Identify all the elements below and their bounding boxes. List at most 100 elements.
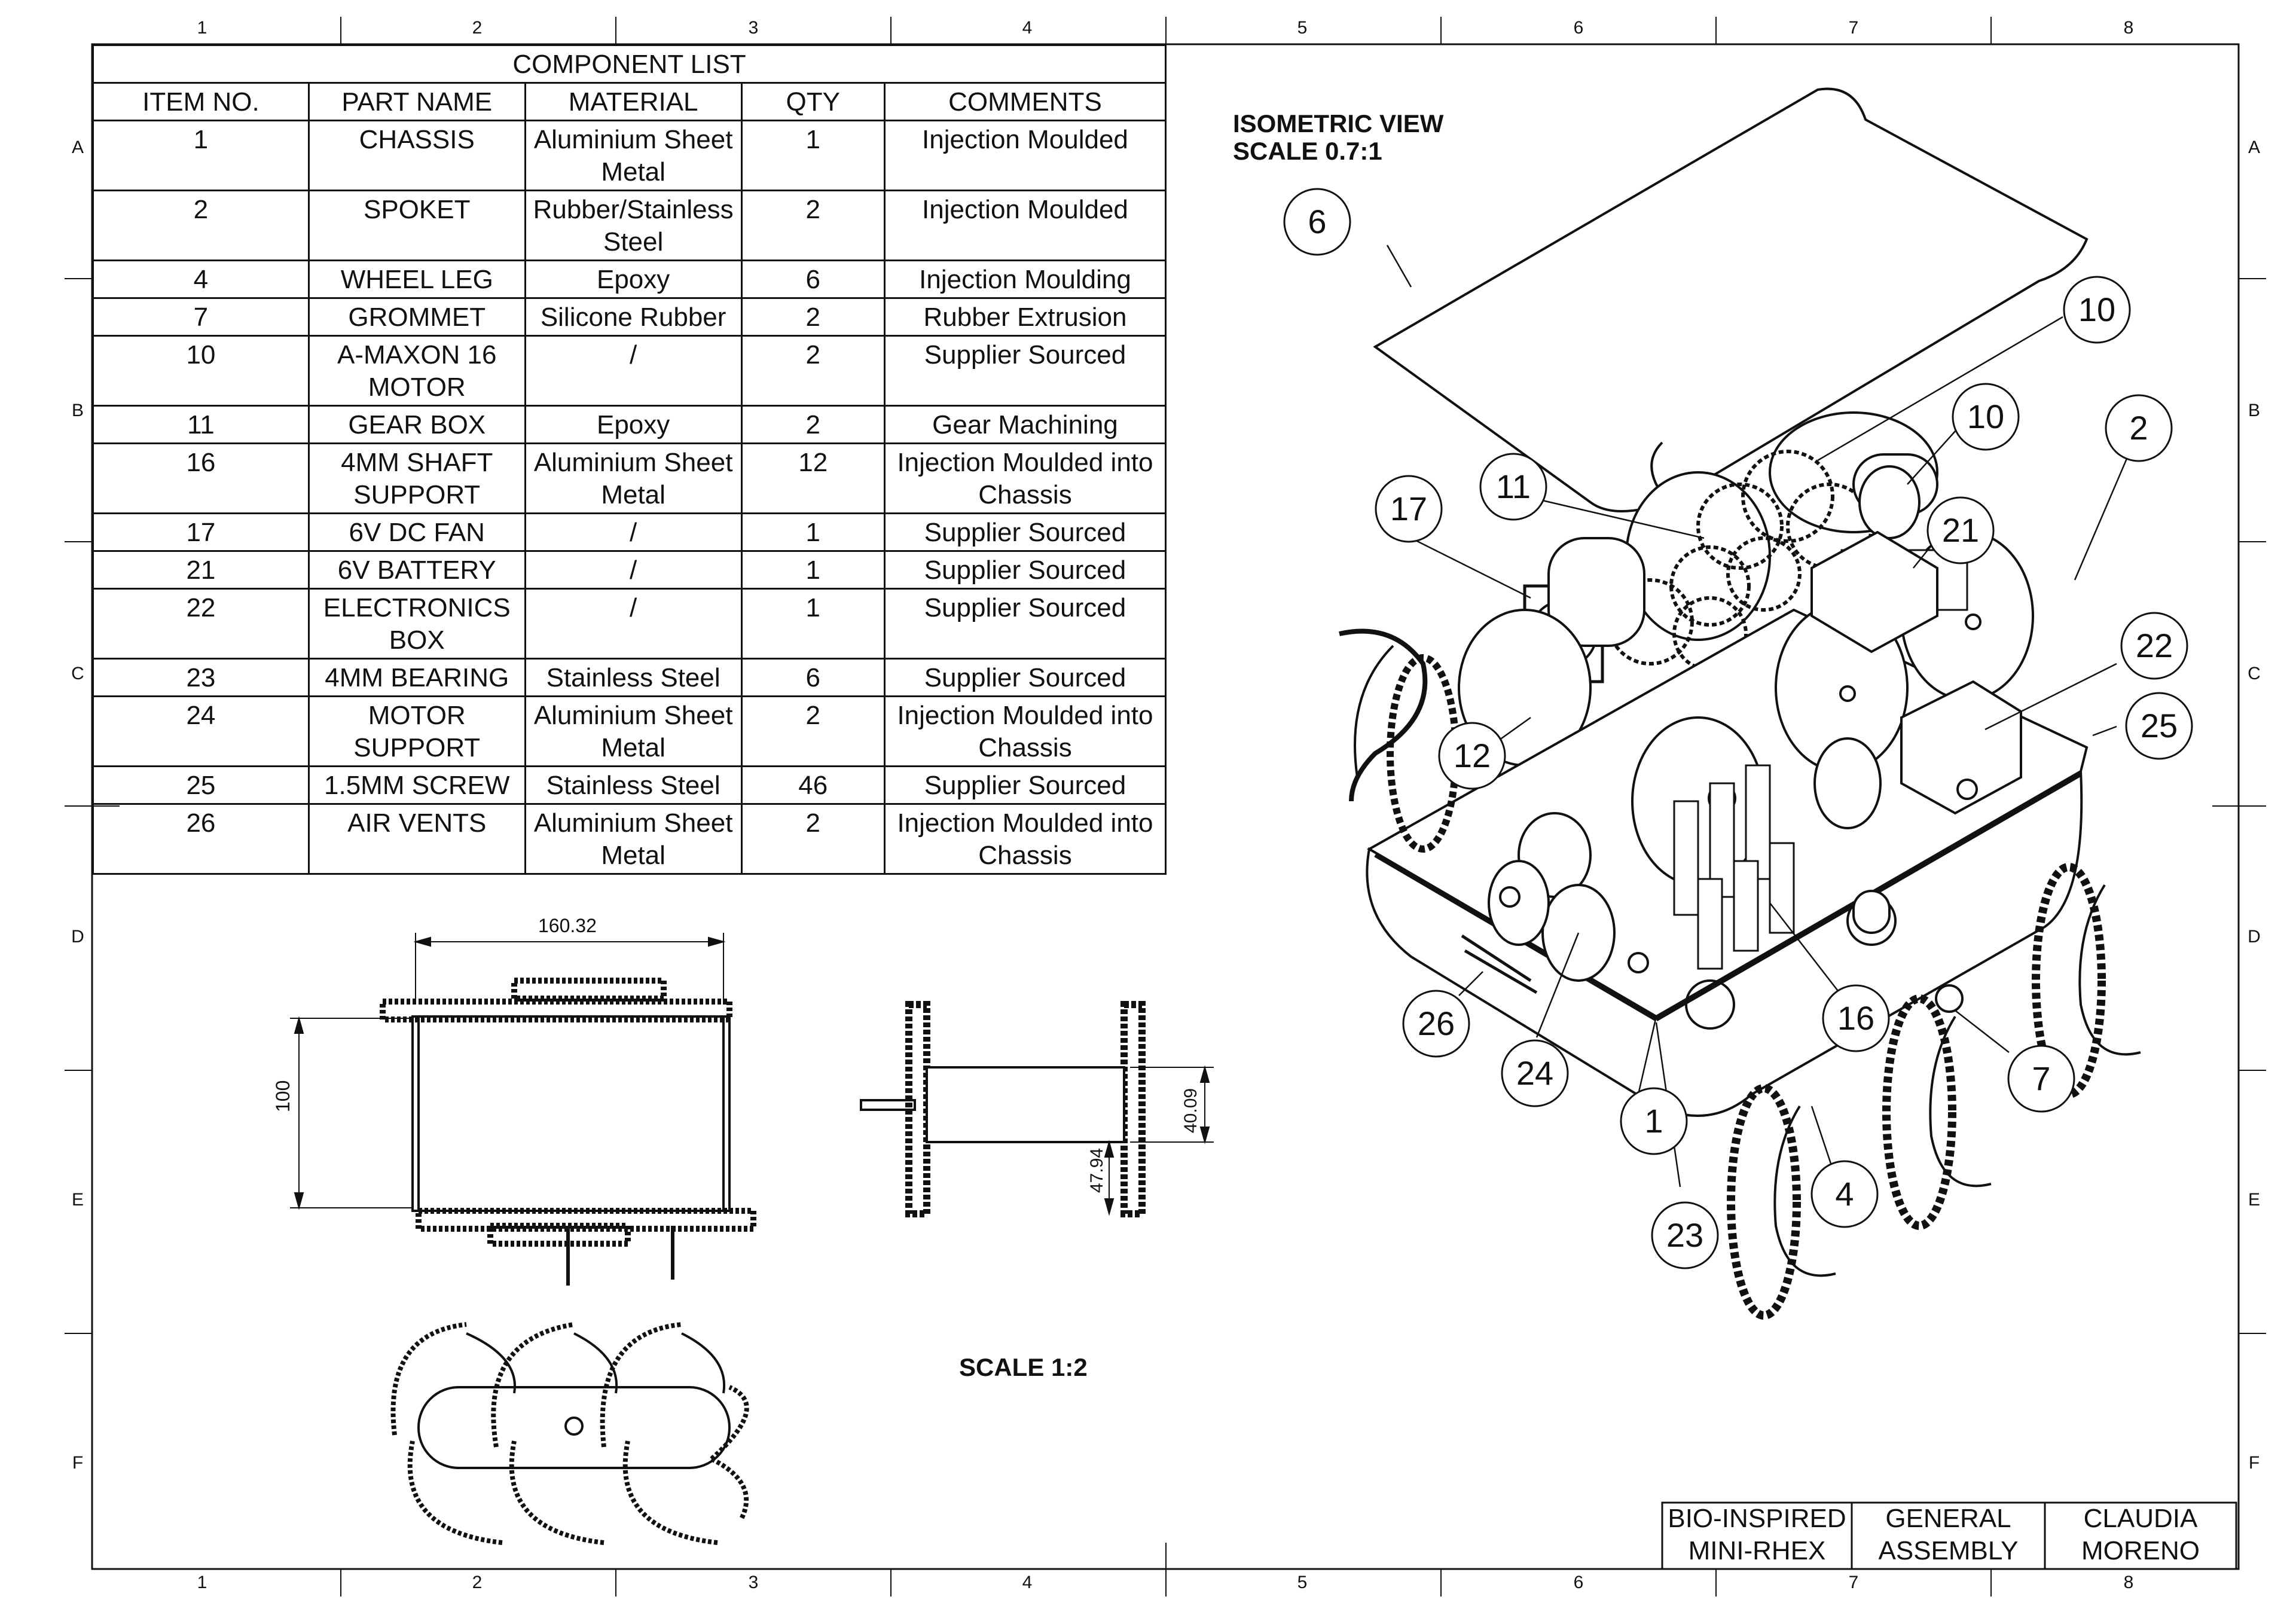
zone-letter: E bbox=[2248, 1190, 2260, 1210]
table-cell-item: 23 bbox=[92, 658, 310, 697]
table-cell-item: 16 bbox=[92, 442, 310, 514]
zone-number: 6 bbox=[1573, 1573, 1584, 1592]
table-cell-part: MOTOR SUPPORT bbox=[307, 695, 526, 767]
title-block-frame bbox=[1661, 1501, 2237, 1570]
table-cell-comments: Supplier Sourced bbox=[883, 335, 1167, 407]
table-cell-material: Aluminium Sheet Metal bbox=[524, 120, 743, 191]
table-cell-material: Stainless Steel bbox=[524, 658, 743, 697]
front-view bbox=[290, 933, 756, 1286]
table-cell-part: 1.5MM SCREW bbox=[307, 765, 526, 805]
zone-letter: A bbox=[71, 138, 84, 157]
dimension-side-b-value: 47.94 bbox=[1087, 1147, 1107, 1193]
table-cell-qty: 6 bbox=[740, 260, 886, 299]
balloons bbox=[1283, 188, 2193, 1269]
table-cell-material: Aluminium Sheet Metal bbox=[524, 695, 743, 767]
balloon-number: 7 bbox=[2032, 1060, 2051, 1097]
column-header: PART NAME bbox=[307, 82, 526, 121]
side-view bbox=[860, 1001, 1214, 1217]
balloon-number: 10 bbox=[1967, 398, 2005, 435]
table-cell-part: SPOKET bbox=[307, 190, 526, 261]
table-cell-item: 4 bbox=[92, 260, 310, 299]
zone-number: 1 bbox=[197, 1573, 207, 1592]
component-list-title: COMPONENT LIST bbox=[92, 44, 1167, 84]
balloon-number: 4 bbox=[1835, 1175, 1854, 1213]
table-cell-comments: Injection Moulded into Chassis bbox=[883, 695, 1167, 767]
dimension-side bbox=[1104, 1065, 1214, 1216]
table-cell-comments: Injection Moulded into Chassis bbox=[883, 442, 1167, 514]
table-cell-qty: 1 bbox=[740, 550, 886, 590]
table-cell-material: Epoxy bbox=[524, 260, 743, 299]
table-cell-qty: 2 bbox=[740, 297, 886, 337]
table-cell-material: Aluminium Sheet Metal bbox=[524, 803, 743, 875]
zone-letter: E bbox=[71, 1190, 84, 1210]
table-cell-qty: 1 bbox=[740, 588, 886, 660]
table-cell-comments: Rubber Extrusion bbox=[883, 297, 1167, 337]
zone-number: 7 bbox=[1848, 1573, 1859, 1592]
balloon-number: 25 bbox=[2140, 707, 2178, 744]
balloon-number: 1 bbox=[1644, 1102, 1663, 1140]
zone-letter: F bbox=[72, 1453, 84, 1473]
dimension-side-a-value: 40.09 bbox=[1181, 1088, 1201, 1133]
table-cell-material: / bbox=[524, 550, 743, 590]
table-cell-comments: Supplier Sourced bbox=[883, 658, 1167, 697]
table-cell-material: Aluminium Sheet Metal bbox=[524, 442, 743, 514]
balloon-number: 23 bbox=[1666, 1216, 1704, 1254]
zone-number: 3 bbox=[748, 1573, 759, 1592]
zone-number: 4 bbox=[1022, 1573, 1033, 1592]
table-cell-comments: Supplier Sourced bbox=[883, 512, 1167, 552]
table-cell-comments: Supplier Sourced bbox=[883, 765, 1167, 805]
zone-letter: D bbox=[71, 927, 84, 947]
isometric-view-scale: SCALE 0.7:1 bbox=[1233, 137, 1382, 165]
table-cell-item: 7 bbox=[92, 297, 310, 337]
title-block-drawing: GENERAL ASSEMBLY bbox=[1878, 1504, 2019, 1565]
table-cell-qty: 2 bbox=[740, 190, 886, 261]
zone-number: 2 bbox=[472, 18, 483, 38]
column-header: ITEM NO. bbox=[92, 82, 310, 121]
table-cell-part: 4MM SHAFT SUPPORT bbox=[307, 442, 526, 514]
balloon-number: 2 bbox=[2129, 409, 2148, 447]
zone-letter: B bbox=[2248, 401, 2260, 420]
table-cell-material: / bbox=[524, 512, 743, 552]
table-cell-item: 24 bbox=[92, 695, 310, 767]
dimension-height bbox=[290, 1016, 413, 1210]
shaft-supports bbox=[1673, 764, 1795, 970]
table-cell-part: 4MM BEARING bbox=[307, 658, 526, 697]
zone-number: 3 bbox=[748, 18, 759, 38]
zone-letter: C bbox=[71, 664, 84, 683]
table-cell-part: GEAR BOX bbox=[307, 405, 526, 444]
zone-letter: B bbox=[71, 401, 84, 420]
table-cell-qty: 12 bbox=[740, 442, 886, 514]
zone-number: 4 bbox=[1022, 18, 1033, 38]
table-cell-qty: 1 bbox=[740, 120, 886, 191]
balloon-number: 12 bbox=[1453, 737, 1491, 774]
table-cell-material: Epoxy bbox=[524, 405, 743, 444]
table-cell-part: CHASSIS bbox=[307, 120, 526, 191]
zone-number: 8 bbox=[2123, 1573, 2134, 1592]
table-header-row: ITEM NO. PART NAME MATERIAL QTY COMMENTS bbox=[92, 82, 1167, 121]
table-cell-material: / bbox=[524, 588, 743, 660]
isometric-view bbox=[1339, 87, 2141, 1320]
table-cell-part: GROMMET bbox=[307, 297, 526, 337]
zone-number: 8 bbox=[2123, 18, 2134, 38]
component-list-table: COMPONENT LIST ITEM NO. PART NAME MATERI… bbox=[92, 44, 1167, 875]
zone-letter: D bbox=[2248, 927, 2261, 947]
zone-ticks bbox=[65, 17, 2266, 1596]
table-cell-qty: 2 bbox=[740, 335, 886, 407]
column-header: QTY bbox=[740, 82, 886, 121]
table-cell-qty: 46 bbox=[740, 765, 886, 805]
balloon-number: 6 bbox=[1308, 203, 1327, 240]
scale-label: SCALE 1:2 bbox=[959, 1353, 1088, 1381]
table-cell-part: ELECTRONICS BOX bbox=[307, 588, 526, 660]
table-cell-material: Stainless Steel bbox=[524, 765, 743, 805]
table-cell-part: AIR VENTS bbox=[307, 803, 526, 875]
table-cell-material: Rubber/Stainless Steel bbox=[524, 190, 743, 261]
table-cell-item: 21 bbox=[92, 550, 310, 590]
